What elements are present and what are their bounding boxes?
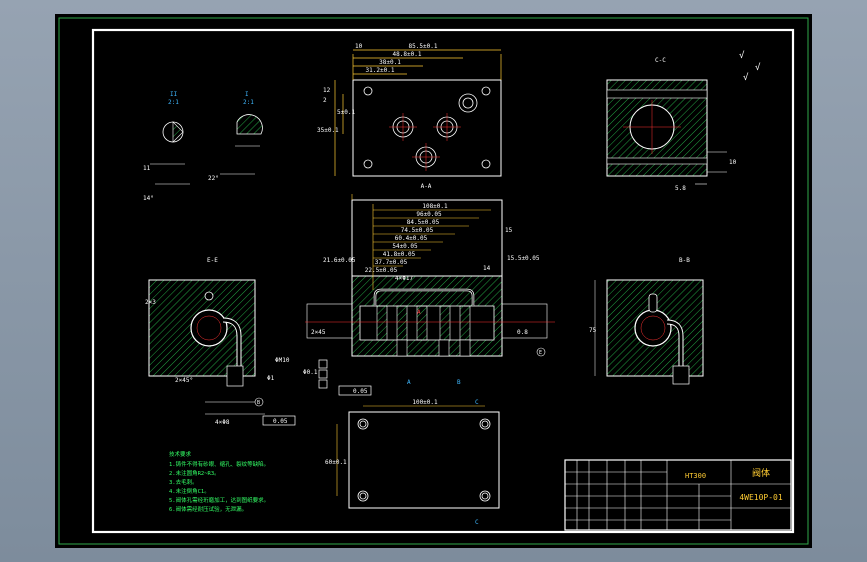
section-bb: B-B 75 — [589, 257, 704, 385]
svg-text:1.铸件不得有砂眼、缩孔、裂纹等缺陷。: 1.铸件不得有砂眼、缩孔、裂纹等缺陷。 — [169, 460, 269, 468]
svg-text:12: 12 — [323, 87, 331, 94]
section-ee: E-E 0.05 4×Φ8 2×3 ΦM10 2×45° Φ1 B — [145, 257, 296, 426]
svg-text:E: E — [539, 350, 542, 356]
svg-text:B-B: B-B — [679, 257, 690, 264]
svg-text:96±0.05: 96±0.05 — [416, 211, 442, 218]
svg-text:Φ1: Φ1 — [267, 375, 275, 382]
svg-text:0.8: 0.8 — [517, 329, 528, 336]
svg-text:35±0.1: 35±0.1 — [317, 127, 339, 134]
svg-text:A-A: A-A — [421, 183, 432, 190]
svg-text:2:1: 2:1 — [168, 99, 179, 106]
svg-text:A: A — [407, 379, 411, 386]
svg-text:2.未注圆角R2~R3。: 2.未注圆角R2~R3。 — [169, 469, 220, 477]
roughness-symbols: √ √ √ — [739, 50, 761, 83]
svg-text:75: 75 — [589, 327, 597, 334]
svg-text:11: 11 — [143, 165, 151, 172]
svg-text:5.8: 5.8 — [675, 185, 686, 192]
svg-text:I: I — [245, 91, 249, 98]
svg-text:84.5±0.05: 84.5±0.05 — [407, 219, 440, 226]
title-block: HT300 阀体 4WE10P-01 — [564, 459, 792, 531]
svg-text:4WE10P-01: 4WE10P-01 — [739, 493, 783, 502]
svg-text:2×45°: 2×45° — [175, 377, 193, 384]
svg-text:38±0.1: 38±0.1 — [379, 59, 401, 66]
svg-text:C-C: C-C — [655, 57, 666, 64]
svg-text:2: 2 — [323, 97, 327, 104]
svg-text:√: √ — [739, 50, 745, 61]
inner-frame — [91, 28, 795, 534]
svg-text:HT300: HT300 — [685, 472, 706, 480]
svg-text:2×3: 2×3 — [145, 299, 156, 306]
svg-text:B: B — [257, 400, 260, 406]
svg-text:B: B — [457, 379, 461, 386]
svg-text:74.5±0.05: 74.5±0.05 — [401, 227, 434, 234]
svg-text:A: A — [417, 309, 421, 316]
drawing-viewport[interactable]: 85.5±0.1 48.8±0.1 38±0.1 31.2±0.1 10 12 … — [55, 14, 812, 548]
svg-text:4×Φ8: 4×Φ8 — [215, 419, 230, 426]
svg-text:108±0.1: 108±0.1 — [422, 203, 448, 210]
svg-text:√: √ — [755, 62, 761, 73]
svg-text:100±0.1: 100±0.1 — [412, 399, 438, 406]
svg-text:3.去毛刺。: 3.去毛刺。 — [169, 478, 198, 486]
detail-views: II 2:1 I 2:1 11 22° 14° — [143, 91, 263, 202]
top-view: 85.5±0.1 48.8±0.1 38±0.1 31.2±0.1 10 12 … — [317, 43, 502, 177]
svg-text:C: C — [475, 399, 479, 406]
svg-text:C: C — [475, 519, 479, 526]
svg-text:阀体: 阀体 — [752, 467, 770, 479]
svg-text:10: 10 — [729, 159, 737, 166]
svg-text:21.6±0.05: 21.6±0.05 — [323, 257, 356, 264]
svg-text:II: II — [170, 91, 178, 98]
svg-text:22.5±0.05: 22.5±0.05 — [365, 267, 398, 274]
svg-text:4×Φ17: 4×Φ17 — [395, 275, 413, 282]
svg-text:10: 10 — [355, 43, 363, 50]
section-aa: A-A — [303, 183, 555, 396]
outer-frame — [58, 17, 809, 545]
svg-text:6.阀体需经耐压试验，无泄漏。: 6.阀体需经耐压试验，无泄漏。 — [169, 505, 247, 513]
svg-text:15: 15 — [505, 227, 513, 234]
svg-text:5.阀体孔需经珩磨加工，达到图纸要求。: 5.阀体孔需经珩磨加工，达到图纸要求。 — [169, 496, 269, 504]
svg-text:2:1: 2:1 — [243, 99, 254, 106]
svg-text:22°: 22° — [208, 175, 219, 182]
svg-text:2×45: 2×45 — [311, 329, 326, 336]
svg-text:15.5±0.05: 15.5±0.05 — [507, 255, 540, 262]
svg-text:31.2±0.1: 31.2±0.1 — [366, 67, 395, 74]
svg-text:60.4±0.05: 60.4±0.05 — [395, 235, 428, 242]
svg-text:ΦM10: ΦM10 — [275, 357, 290, 364]
section-cc: C-C 10 5.8 — [606, 57, 737, 192]
bottom-view: 100±0.1 60±0.1 C C — [325, 399, 500, 526]
svg-text:54±0.05: 54±0.05 — [392, 243, 418, 250]
svg-text:41.8±0.05: 41.8±0.05 — [383, 251, 416, 258]
svg-text:0.05: 0.05 — [353, 388, 368, 395]
svg-text:14°: 14° — [143, 195, 154, 202]
svg-text:48.8±0.1: 48.8±0.1 — [393, 51, 422, 58]
drawing-canvas[interactable]: 85.5±0.1 48.8±0.1 38±0.1 31.2±0.1 10 12 … — [55, 14, 812, 548]
svg-text:85.5±0.1: 85.5±0.1 — [409, 43, 438, 50]
svg-text:5±0.1: 5±0.1 — [337, 109, 355, 116]
svg-text:4.未注倒角C1。: 4.未注倒角C1。 — [169, 487, 210, 495]
svg-text:E-E: E-E — [207, 257, 218, 264]
svg-text:0.05: 0.05 — [273, 418, 288, 425]
svg-text:√: √ — [743, 72, 749, 83]
technical-notes: 技术要求 1.铸件不得有砂眼、缩孔、裂纹等缺陷。 2.未注圆角R2~R3。 3.… — [169, 450, 269, 513]
svg-text:60±0.1: 60±0.1 — [325, 459, 347, 466]
svg-text:Φ0.1: Φ0.1 — [303, 369, 318, 376]
svg-text:14: 14 — [483, 265, 491, 272]
svg-text:37.7±0.05: 37.7±0.05 — [375, 259, 408, 266]
svg-text:技术要求: 技术要求 — [169, 450, 192, 458]
